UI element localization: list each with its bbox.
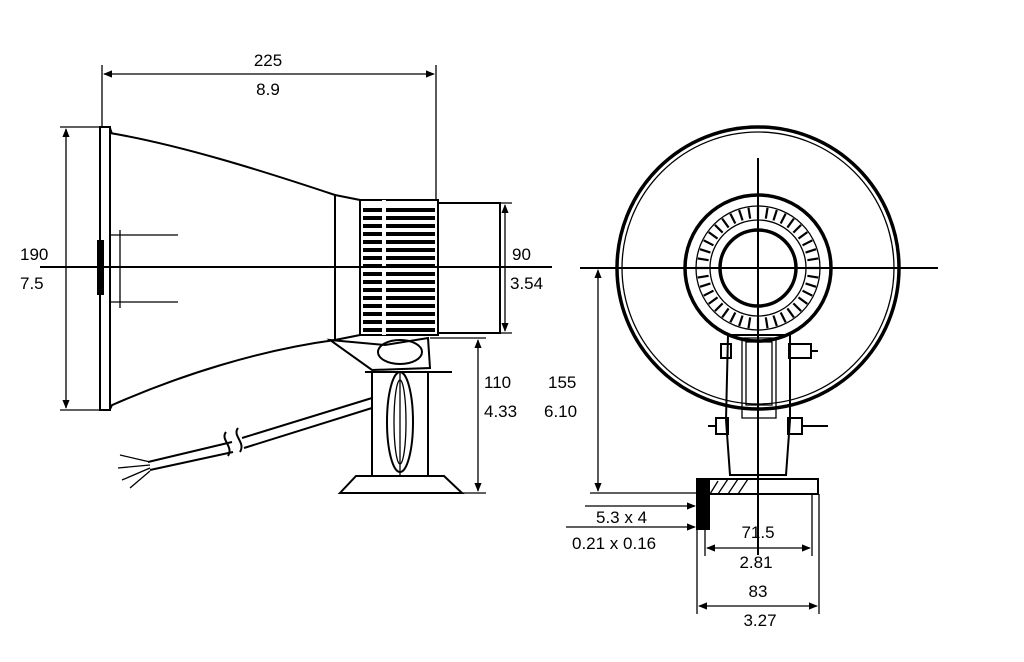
driver-rib: [807, 274, 819, 279]
driver-rib: [714, 224, 724, 234]
driver-fin: [363, 208, 435, 212]
driver-rib: [721, 307, 730, 318]
driver-rib: [779, 312, 787, 323]
driver-rib: [786, 218, 795, 229]
driver-rib: [797, 231, 808, 240]
driver-fin: [363, 240, 435, 244]
bracket-base: [337, 475, 465, 494]
driver-rib: [764, 317, 769, 329]
dim-225-mm: 225: [254, 51, 282, 70]
bracket-slot-inner: [393, 379, 407, 465]
driver-rib: [772, 315, 778, 327]
driver-rib: [792, 302, 802, 312]
front-view: 155 6.10 5.3 x 4 0.21 x 0.16 71.5 2.81 8…: [544, 125, 938, 630]
horn-mouth-flare: [109, 126, 113, 411]
dim-slot-mm: 5.3 x 4: [596, 508, 647, 527]
bracket-slot-outer: [386, 371, 414, 473]
front-bracket-strap: [745, 341, 773, 406]
driver-fin: [363, 272, 435, 276]
dim-110-mm: 110: [484, 373, 511, 392]
driver-fin: [363, 296, 435, 300]
dim-155-mm: 155: [548, 373, 576, 392]
driver-rib: [699, 282, 711, 288]
dim-71-mm: 71.5: [741, 523, 774, 542]
dim-90-in: 3.54: [510, 274, 543, 293]
driver-rib: [708, 231, 719, 240]
dim-155-in: 6.10: [544, 402, 577, 421]
driver-rib: [708, 296, 719, 305]
front-base-hatch: [709, 478, 749, 495]
driver-rib: [802, 289, 813, 297]
driver-rib: [738, 209, 744, 221]
driver-rib: [779, 213, 787, 224]
driver-fin: [363, 304, 435, 308]
bracket-knob: [377, 339, 423, 365]
driver-fin: [363, 280, 435, 284]
dim-190-mm: 190: [20, 245, 48, 264]
dim-83-in: 3.27: [743, 611, 776, 630]
driver-fin: [363, 248, 435, 252]
cable: [147, 397, 373, 471]
dim-90-mm: 90: [512, 245, 531, 264]
driver-rib: [747, 317, 752, 329]
driver-fin: [363, 288, 435, 292]
driver-fin: [363, 328, 435, 332]
driver-rib: [805, 282, 817, 288]
driver-rib: [703, 289, 714, 297]
dim-71-in: 2.81: [739, 553, 772, 572]
driver-rib: [772, 209, 778, 221]
cable-wires: [117, 454, 151, 489]
cable-break: [223, 427, 243, 457]
driver-rib: [747, 207, 752, 219]
front-bracket-inner: [741, 337, 777, 419]
dim-83-mm: 83: [749, 582, 768, 601]
side-view: 225 8.9 190 7.5 90 3.54 110 4.33: [20, 51, 552, 494]
front-bolt-left: [720, 343, 732, 359]
dim-110-in: 4.33: [484, 402, 517, 421]
driver-rib: [721, 218, 730, 229]
driver-rib: [797, 296, 808, 305]
driver-rib: [729, 312, 737, 323]
driver-fin: [363, 312, 435, 316]
driver-fin: [363, 224, 435, 228]
driver-rib: [697, 274, 709, 279]
dim-slot-in: 0.21 x 0.16: [572, 534, 656, 553]
driver-rib: [764, 207, 769, 219]
front-bracket-body: [724, 334, 791, 476]
driver-fin: [363, 256, 435, 260]
driver-rib: [792, 224, 802, 234]
driver-rib: [807, 257, 819, 262]
driver-rib: [805, 248, 817, 254]
front-driver-ribs: [697, 207, 819, 329]
driver-fin: [363, 216, 435, 220]
horn-body: [109, 131, 336, 408]
bracket-top: [326, 336, 432, 372]
driver-rib: [699, 248, 711, 254]
driver-rib: [802, 239, 813, 247]
driver-fin: [363, 232, 435, 236]
driver-rib: [738, 315, 744, 327]
driver-fin: [363, 320, 435, 324]
driver-rib: [703, 239, 714, 247]
driver-rib: [714, 302, 724, 312]
driver-rib: [729, 213, 737, 224]
driver-rib: [786, 307, 795, 318]
front-base-hole: [697, 479, 709, 529]
dim-190-in: 7.5: [20, 274, 44, 293]
front-bolt-right: [788, 343, 812, 359]
driver-rib: [697, 257, 709, 262]
front-base-slot: [696, 478, 710, 530]
dim-225-in: 8.9: [256, 80, 280, 99]
